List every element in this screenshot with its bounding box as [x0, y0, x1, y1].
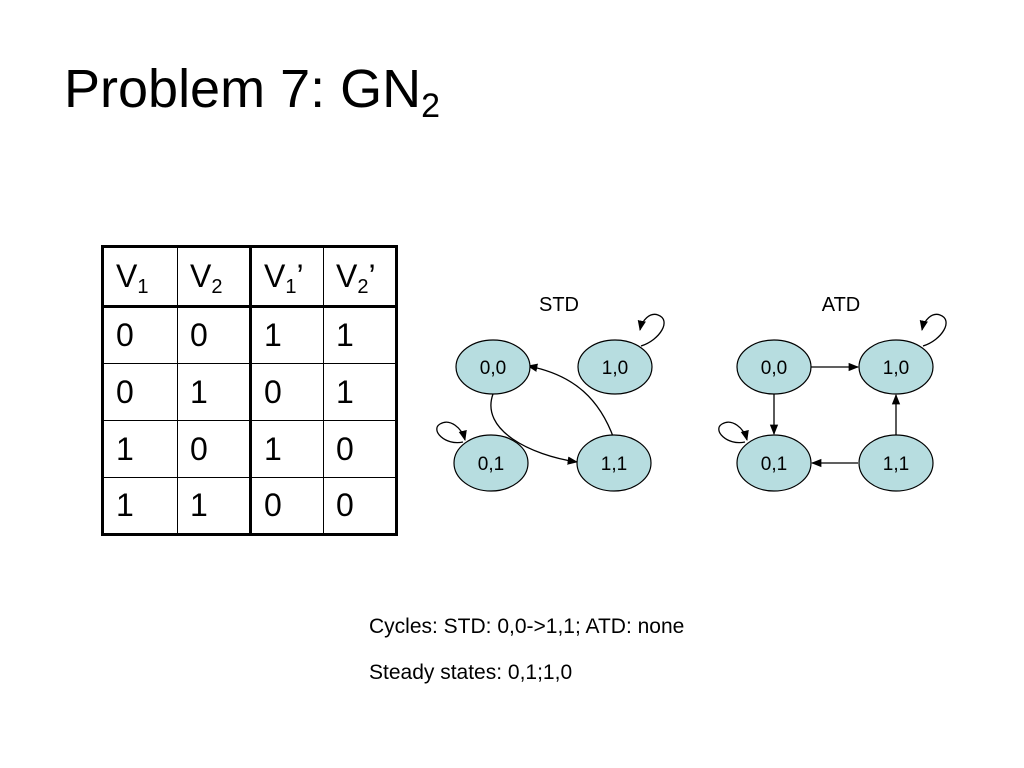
table-row: 1 0 1 0: [102, 420, 397, 478]
atd-self-loop-10: [919, 313, 947, 347]
table-cell: 0: [102, 306, 178, 364]
std-node-01: 0,1: [453, 434, 529, 492]
table-cell: 1: [177, 363, 252, 421]
atd-node-10: 1,0: [858, 339, 934, 395]
std-node-10: 1,0: [577, 339, 653, 395]
std-edge-11-to-00: [526, 363, 615, 440]
table-cell: 0: [250, 363, 324, 421]
atd-node-11: 1,1: [858, 434, 934, 492]
table-cell: 1: [250, 420, 324, 478]
atd-node-00: 0,0: [736, 339, 812, 395]
header-v2-prime: V2’: [323, 246, 397, 308]
atd-node-01-label: 0,1: [761, 454, 787, 475]
table-cell: 0: [177, 420, 252, 478]
header-v1-prime: V1’: [250, 246, 324, 308]
std-title: STD: [539, 294, 579, 316]
table-cell: 1: [177, 477, 252, 535]
std-node-11: 1,1: [576, 434, 652, 492]
atd-node-10-label: 1,0: [883, 358, 909, 379]
atd-edges: [718, 313, 947, 468]
atd-node-11-label: 1,1: [883, 454, 909, 475]
std-edge-00-to-11: [490, 393, 579, 465]
table-cell: 0: [102, 363, 178, 421]
slide-title-text: Problem 7: GN: [64, 59, 422, 119]
atd-self-loop-01: [718, 421, 749, 444]
table-cell: 1: [102, 420, 178, 478]
std-node-01-label: 0,1: [478, 454, 504, 475]
atd-node-00-label: 0,0: [761, 358, 787, 379]
table-row: 1 1 0 0: [102, 477, 397, 535]
slide-title: Problem 7: GN2: [64, 59, 440, 123]
std-node-11-label: 1,1: [601, 454, 627, 475]
truth-table-header-row: V1 V2 V1’ V2’: [102, 246, 397, 308]
truth-table: V1 V2 V1’ V2’ 0 0 1 1 0 1 0 1 1 0 1 0 1 …: [101, 245, 398, 536]
std-node-10-label: 1,0: [602, 358, 628, 379]
atd-title: ATD: [822, 294, 861, 316]
std-self-loop-01: [436, 421, 467, 444]
std-edges: [436, 313, 665, 465]
atd-node-01: 0,1: [736, 434, 812, 492]
table-cell: 1: [323, 306, 397, 364]
table-cell: 0: [323, 420, 397, 478]
table-cell: 0: [250, 477, 324, 535]
std-diagram: STD 0,0 1,0 0,1 1,1: [436, 294, 665, 492]
steady-states-note: Steady states: 0,1;1,0: [369, 661, 573, 684]
cycles-note: Cycles: STD: 0,0->1,1; ATD: none: [369, 615, 685, 638]
slide-title-subscript: 2: [421, 87, 441, 125]
atd-diagram: ATD 0,0 1,0 0,1 1,1: [718, 294, 947, 492]
table-cell: 1: [323, 363, 397, 421]
table-cell: 0: [323, 477, 397, 535]
header-v2: V2: [177, 246, 252, 308]
table-row: 0 1 0 1: [102, 363, 397, 421]
header-v1: V1: [102, 246, 178, 308]
std-node-00-label: 0,0: [480, 358, 506, 379]
std-node-00: 0,0: [455, 339, 531, 395]
table-cell: 1: [102, 477, 178, 535]
std-self-loop-10: [637, 313, 665, 347]
